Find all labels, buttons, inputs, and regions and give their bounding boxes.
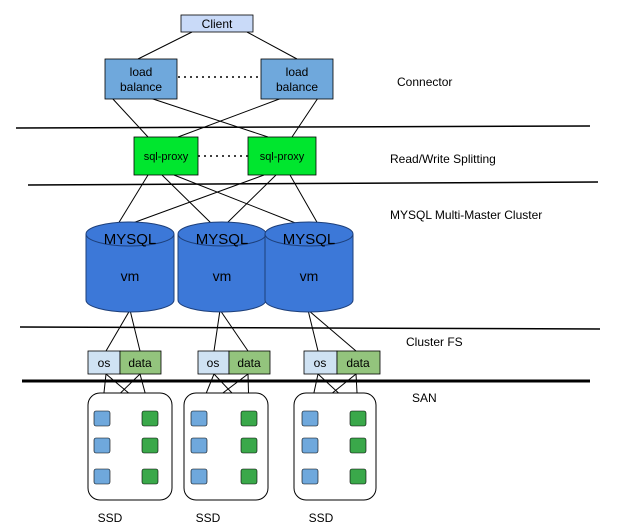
client-label: Client [202,17,233,31]
mysql-node: MYSQL vm [264,221,354,313]
load-balance-label-line2: balance [276,80,318,94]
ssd-disk-green [240,468,258,485]
proxy-mysql-connections [117,174,319,225]
sql-proxy-node: sql-proxy [247,136,317,176]
ssd-disk-blue [301,468,319,485]
sql-proxy-node: sql-proxy [133,136,199,176]
load-balance-label-line1: load [130,65,153,79]
ssd-disk-blue [301,410,319,427]
ssd-group: SSD [87,392,173,525]
mysql-node: MYSQL vm [177,221,267,313]
separator-proxy [27,181,599,186]
mysql-storage-connections [105,309,357,352]
sql-proxy-label: sql-proxy [260,151,305,163]
layer-label-connector: Connector [397,75,452,89]
storage-pair: os data [303,350,381,375]
os-label: os [98,356,111,370]
balancer-proxy-connections [111,97,319,138]
mysql-vm-label: vm [300,268,319,284]
ssd-disk-green [349,437,367,454]
sql-proxy-label: sql-proxy [144,151,189,163]
mysql-title: MYSQL [104,231,157,248]
os-label: os [207,356,220,370]
data-label: data [346,356,370,370]
ssd-disk-blue [93,437,111,454]
client-connections [137,31,298,60]
ssd-disk-blue [190,410,208,427]
storage-pair: os data [197,350,271,375]
ssd-disk-blue [93,410,111,427]
data-volume [228,350,271,375]
load-balance-label-line2: balance [120,80,162,94]
mysql-title: MYSQL [283,231,336,248]
ssd-disk-green [141,468,159,485]
layer-label-read-write-splitting: Read/Write Splitting [390,152,496,166]
ssd-disk-green [349,410,367,427]
ssd-disk-green [240,410,258,427]
ssd-label: SSD [98,511,123,525]
ssd-disk-blue [301,437,319,454]
mysql-vm-label: vm [121,268,140,284]
ssd-disk-blue [190,437,208,454]
load-balance-node: load balance [104,58,178,100]
ssd-disk-blue [190,468,208,485]
layer-label-san: SAN [412,391,437,405]
ssd-disk-green [240,437,258,454]
ssd-disk-blue [93,468,111,485]
mysql-vm-label: vm [213,268,232,284]
ssd-disk-green [141,410,159,427]
os-label: os [314,356,327,370]
ssd-label: SSD [196,511,221,525]
layer-label-mysql-cluster: MYSQL Multi-Master Cluster [390,208,542,222]
separator-mysql [19,326,601,330]
ssd-group: SSD [183,392,269,525]
mysql-title: MYSQL [196,231,249,248]
ssd-label: SSD [309,511,334,525]
data-volume [119,350,162,375]
load-balance-label-line1: load [286,65,309,79]
client-node: Client [180,14,254,33]
load-balance-node: load balance [260,58,334,100]
separator-connector [15,125,591,129]
ssd-group: SSD [293,392,377,525]
data-label: data [237,356,261,370]
storage-pair: os data [87,350,162,375]
layer-label-cluster-fs: Cluster FS [406,335,463,349]
mysql-node: MYSQL vm [85,221,175,313]
data-label: data [128,356,152,370]
ssd-disk-green [349,468,367,485]
data-volume [336,350,381,375]
ssd-disk-green [141,437,159,454]
